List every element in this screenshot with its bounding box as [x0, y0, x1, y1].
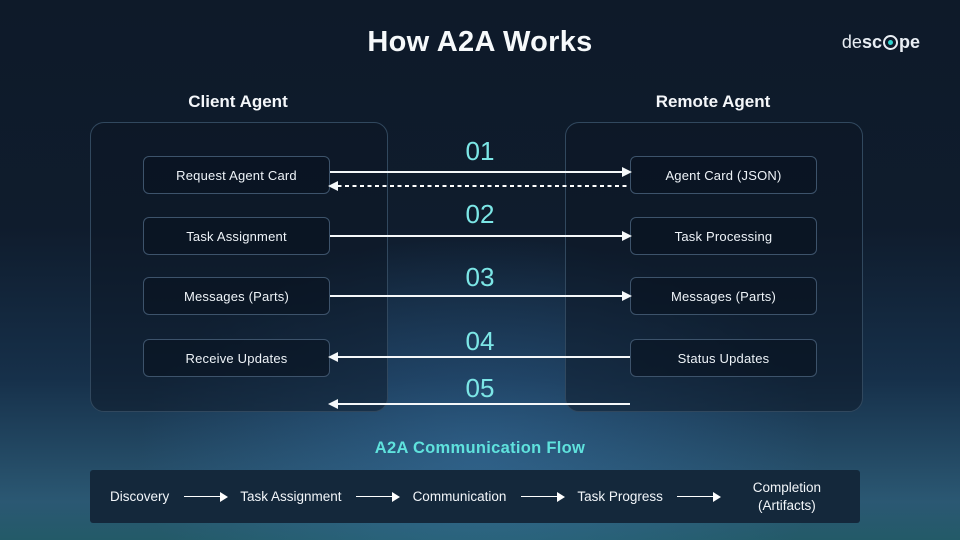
remote-box-agent-card-json: Agent Card (JSON) — [630, 156, 817, 194]
flow-stage-discovery: Discovery — [110, 488, 170, 504]
step-01-arrow-right-icon — [330, 167, 632, 177]
remote-box-task-processing: Task Processing — [630, 217, 817, 255]
descope-o-icon — [882, 34, 898, 50]
step-01-return-arrow-dashed-icon — [328, 181, 630, 190]
logo-text-pe: pe — [898, 32, 920, 52]
step-number-01: 01 — [465, 136, 495, 166]
client-box-request-agent-card: Request Agent Card — [143, 156, 330, 194]
communication-flow-bar: Discovery Task Assignment Communication … — [90, 470, 860, 523]
flow-stage-communication: Communication — [412, 488, 507, 504]
page-title: How A2A Works — [367, 26, 593, 58]
client-agent-heading: Client Agent — [188, 92, 288, 111]
flow-stage-task-assignment: Task Assignment — [240, 488, 342, 504]
step-number-02: 02 — [465, 199, 495, 229]
step-03-arrow-right-icon — [330, 291, 632, 301]
remote-agent-heading: Remote Agent — [655, 92, 771, 111]
remote-box-status-updates: Status Updates — [630, 339, 817, 377]
logo-text-sc: sc — [861, 32, 882, 52]
logo-teal-dot — [887, 39, 893, 45]
step-number-04: 04 — [465, 326, 495, 356]
flow-section-title: A2A Communication Flow — [374, 439, 586, 457]
remote-box-messages-parts: Messages (Parts) — [630, 277, 817, 315]
step-02-arrow-right-icon — [330, 231, 632, 241]
flow-arrow-icon-1 — [183, 492, 228, 501]
step-number-05: 05 — [465, 373, 495, 403]
flow-stage-task-progress: Task Progress — [577, 488, 663, 504]
logo-text-de: de — [841, 32, 862, 52]
flow-arrow-icon-4 — [677, 492, 722, 501]
step-05-arrow-left-icon — [328, 399, 630, 409]
flow-arrow-icon-2 — [356, 492, 401, 501]
flow-arrow-icon-3 — [520, 492, 565, 501]
client-box-messages-parts: Messages (Parts) — [143, 277, 330, 315]
step-04-arrow-left-icon — [328, 352, 630, 362]
step-number-03: 03 — [465, 262, 495, 292]
client-box-task-assignment: Task Assignment — [143, 217, 330, 255]
flow-stage-completion-artifacts: Completion (Artifacts) — [752, 479, 822, 513]
client-box-receive-updates: Receive Updates — [143, 339, 330, 377]
